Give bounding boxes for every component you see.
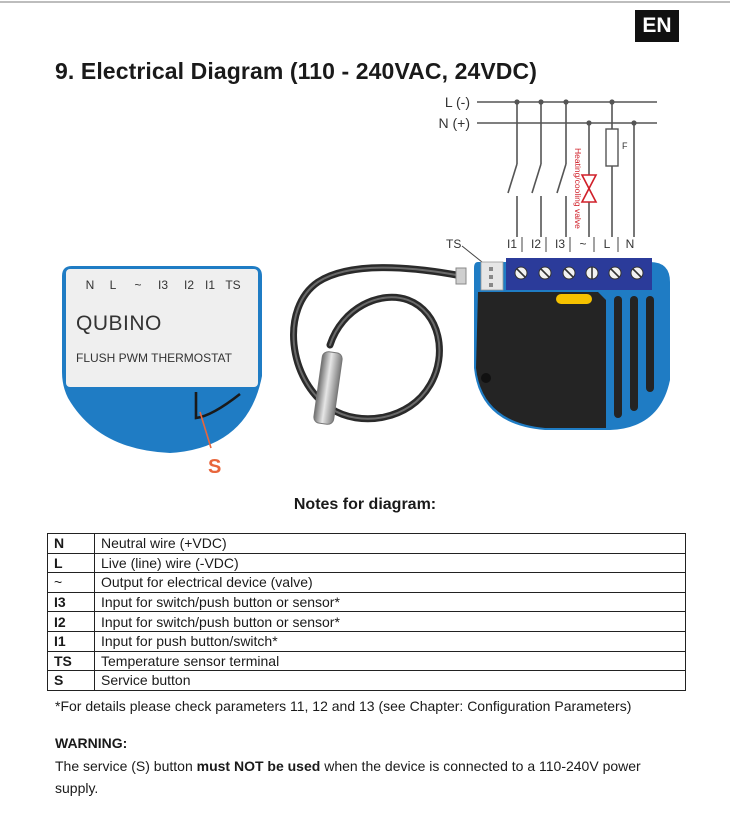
note-symbol: TS — [47, 650, 95, 672]
notes-footnote: *For details please check parameters 11,… — [55, 698, 632, 714]
terminal-block — [506, 258, 652, 290]
sensor-terminal-label: TS — [446, 237, 461, 251]
terminal-label-l: L — [604, 237, 611, 251]
front-terminal-l: L — [110, 278, 117, 292]
sensor-probe — [313, 351, 343, 425]
fuse-label: F — [622, 141, 628, 151]
live-supply-label: L (-) — [445, 94, 470, 110]
table-row: I2 Input for switch/push button or senso… — [47, 611, 686, 632]
note-description: Live (line) wire (-VDC) — [94, 552, 686, 574]
terminal-label-valve: ~ — [579, 237, 586, 251]
supply-lines — [477, 101, 657, 124]
page-title: 9. Electrical Diagram (110 - 240VAC, 24V… — [55, 58, 537, 84]
language-badge: EN — [635, 10, 679, 42]
warning-text: The service (S) button must NOT be used … — [55, 755, 685, 799]
valve-label: Heating/cooling valve — [573, 148, 583, 229]
top-rule — [0, 1, 730, 3]
front-terminal-ts: TS — [225, 278, 240, 292]
notes-heading: Notes for diagram: — [293, 496, 437, 513]
note-symbol: S — [47, 670, 95, 691]
table-row: L Live (line) wire (-VDC) — [47, 552, 686, 574]
terminal-label-i1: I1 — [507, 237, 517, 251]
electrical-diagram: L (-) N (+) F Heating/cooling va — [62, 94, 670, 478]
device-label-panel — [66, 269, 258, 387]
note-symbol: L — [47, 552, 95, 574]
table-row: I3 Input for switch/push button or senso… — [47, 591, 686, 613]
note-symbol-valve: ~ — [47, 572, 95, 593]
table-row: ~ Output for electrical device (valve) — [47, 572, 686, 593]
table-row: N Neutral wire (+VDC) — [47, 533, 686, 554]
note-symbol: N — [47, 533, 95, 554]
model-name: FLUSH PWM THERMOSTAT — [76, 351, 233, 365]
notes-table: N Neutral wire (+VDC) L Live (line) wire… — [47, 533, 686, 691]
front-terminal-i3: I3 — [158, 278, 168, 292]
note-description: Output for electrical device (valve) — [94, 572, 686, 593]
neutral-supply-label: N (+) — [439, 115, 471, 131]
temperature-sensor — [290, 264, 467, 425]
note-description: Service button — [94, 670, 686, 691]
brand-name: QUBINO — [76, 312, 162, 335]
qubino-device-back — [474, 258, 670, 430]
note-symbol: I3 — [47, 591, 95, 613]
table-row: TS Temperature sensor terminal — [47, 650, 686, 672]
warning-heading: WARNING: — [55, 735, 128, 751]
terminal-label-i2: I2 — [531, 237, 541, 251]
front-terminal-n: N — [86, 278, 95, 292]
front-terminal-i2: I2 — [184, 278, 194, 292]
note-description: Input for switch/push button or sensor* — [94, 591, 686, 613]
note-symbol: I1 — [47, 630, 95, 652]
terminal-label-n: N — [626, 237, 635, 251]
note-description: Input for push button/switch* — [94, 630, 686, 652]
status-led — [556, 294, 592, 304]
service-button-label: S — [208, 456, 221, 478]
fuse-symbol — [605, 128, 619, 167]
table-row: S Service button — [47, 670, 686, 691]
warning-text-start: The service (S) button — [55, 758, 197, 774]
terminal-labels: I1 I2 I3 ~ L N — [507, 237, 634, 251]
qubino-device-front: N L ~ I3 I2 I1 TS QUBINO FLUSH PWM THERM… — [62, 266, 262, 453]
front-terminal-i1: I1 — [205, 278, 215, 292]
table-row: I1 Input for push button/switch* — [47, 630, 686, 652]
valve-symbol — [580, 174, 598, 203]
warning-emphasis: must NOT be used — [196, 758, 321, 774]
note-symbol: I2 — [47, 611, 95, 632]
terminal-label-i3: I3 — [555, 237, 565, 251]
note-description: Neutral wire (+VDC) — [94, 533, 686, 554]
note-description: Input for switch/push button or sensor* — [94, 611, 686, 632]
warning-text-end: when the device is connected to a 110-24… — [55, 758, 641, 796]
note-description: Temperature sensor terminal — [94, 650, 686, 672]
front-terminal-valve: ~ — [134, 278, 141, 292]
wiring — [507, 99, 637, 237]
ventilation-slots — [614, 296, 654, 418]
